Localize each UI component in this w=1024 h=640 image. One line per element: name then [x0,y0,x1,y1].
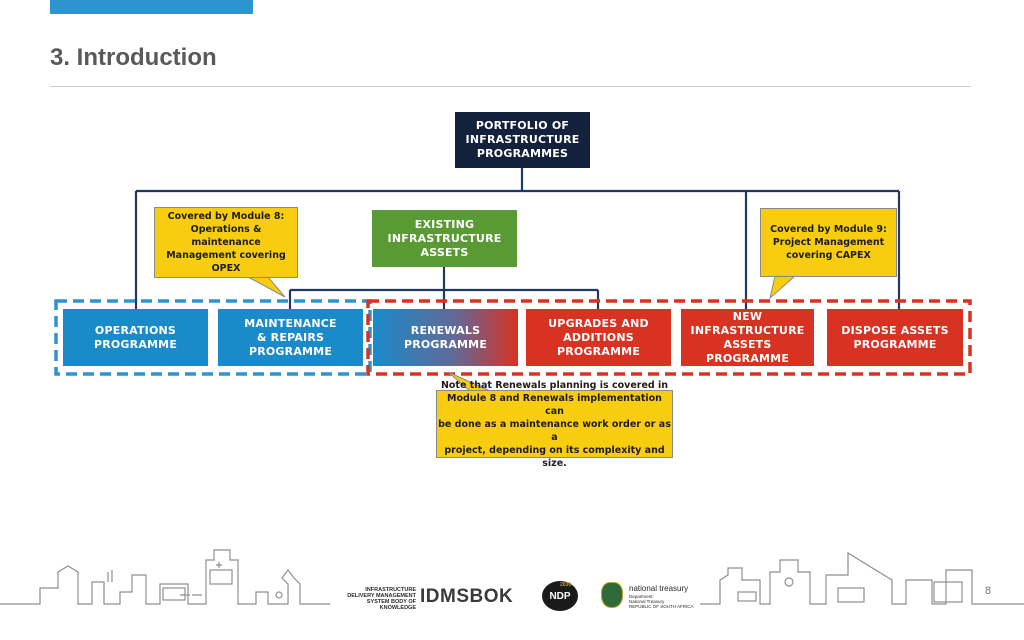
header-accent-bar [50,0,253,14]
dispose-programme-box: DISPOSE ASSETS PROGRAMME [827,309,963,366]
idmsbok-logo-caption: INFRASTRUCTURE DELIVERY MANAGEMENT SYSTE… [347,587,416,611]
ndp-logo-text: NDP [549,590,571,602]
module8-callout: Covered by Module 8: Operations & mainte… [154,207,298,278]
renewals-programme-box: RENEWALS PROGRAMME [373,309,518,366]
module9-callout: Covered by Module 9: Project Management … [760,208,897,277]
new-assets-programme-box: NEW INFRASTRUCTURE ASSETS PROGRAMME [681,309,814,366]
upgrades-programme-box: UPGRADES AND ADDITIONS PROGRAMME [526,309,671,366]
portfolio-root-box: PORTFOLIO OF INFRASTRUCTURE PROGRAMMES [455,112,590,168]
page-title: 3. Introduction [50,44,217,71]
idmsbok-logo-wordmark: IDMSBOK [420,586,514,607]
maintenance-programme-box: MAINTENANCE & REPAIRS PROGRAMME [218,309,363,366]
treasury-logo-subtitle: Department: National Treasury REPUBLIC O… [629,594,694,609]
ndp-logo-year: 2030 [560,582,572,588]
operations-programme-box: OPERATIONS PROGRAMME [63,309,208,366]
existing-assets-box: EXISTING INFRASTRUCTURE ASSETS [372,210,517,267]
ndp-logo: NDP [542,581,578,611]
title-divider [50,86,971,87]
page-number: 8 [985,585,992,597]
capex-group-outline [366,299,972,376]
opex-group-outline [54,299,372,376]
treasury-logo-title: national treasury [629,584,689,593]
coat-of-arms-icon [601,582,623,608]
